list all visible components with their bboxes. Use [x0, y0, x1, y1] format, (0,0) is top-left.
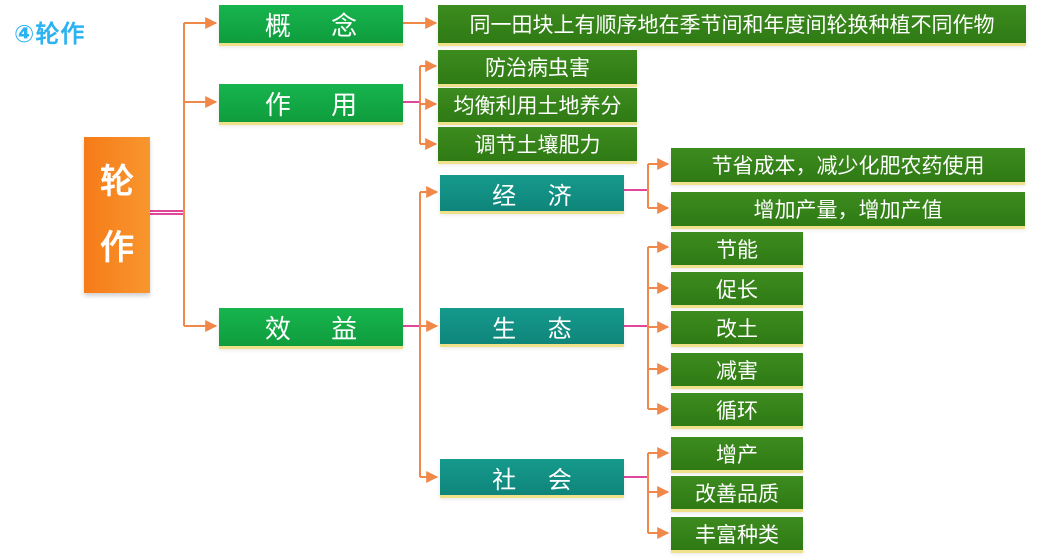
economic-node: 经 济	[440, 175, 624, 211]
ecological-item-soil: 改土	[671, 311, 803, 344]
economic-item-yield-value: 增加产量，增加产值	[671, 192, 1025, 226]
concept-node: 概 念	[219, 5, 403, 43]
ecological-item-harm: 减害	[671, 353, 803, 386]
ecological-item-cycle: 循环	[671, 393, 803, 426]
benefit-node: 效 益	[219, 308, 403, 346]
section-heading: ④轮作	[14, 20, 86, 48]
ecological-node: 生 态	[440, 308, 624, 344]
concept-definition: 同一田块上有顺序地在季节间和年度间轮换种植不同作物	[438, 5, 1026, 43]
ecological-item-energy: 节能	[671, 232, 803, 265]
ecological-item-growth: 促长	[671, 272, 803, 305]
root-char-1: 轮	[100, 162, 134, 202]
social-node: 社 会	[440, 459, 624, 495]
function-node: 作 用	[219, 84, 403, 122]
economic-item-cost-saving: 节省成本，减少化肥农药使用	[671, 148, 1025, 182]
root-char-2: 作	[100, 228, 134, 268]
function-item-nutrient-use: 均衡利用土地养分	[438, 88, 637, 122]
social-item-yield: 增产	[671, 437, 803, 470]
social-item-variety: 丰富种类	[671, 517, 803, 550]
social-item-quality: 改善品质	[671, 476, 803, 509]
function-item-pest-control: 防治病虫害	[438, 50, 637, 84]
root-node: 轮 作	[84, 137, 150, 293]
function-item-soil-fertility: 调节土壤肥力	[438, 127, 637, 161]
